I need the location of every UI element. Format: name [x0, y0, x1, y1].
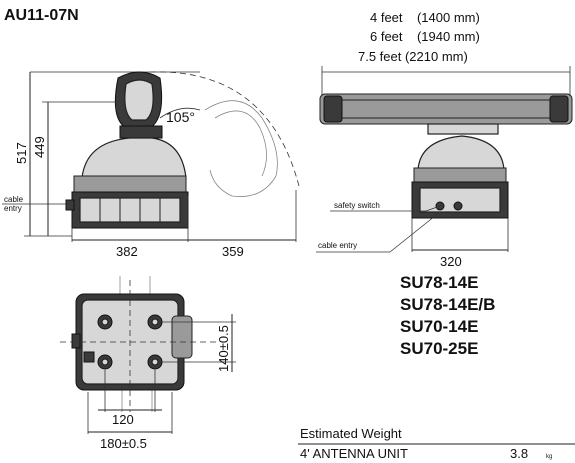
depth-front-label: 382: [116, 244, 138, 259]
width-front-label: 320: [440, 254, 462, 269]
cable-entry-right-label: cable entry: [318, 241, 357, 250]
weight-row-item: 4' ANTENNA UNIT: [300, 446, 408, 461]
base-depth-label: 140±0.5: [216, 325, 231, 372]
model-3: SU70-14E: [400, 317, 478, 336]
height-body-label: 449: [32, 136, 47, 158]
model-4: SU70-25E: [400, 339, 478, 358]
model-code: AU11-07N: [4, 7, 79, 24]
model-1: SU78-14E: [400, 273, 478, 292]
front-view: [316, 66, 573, 253]
weight-heading: Estimated Weight: [300, 426, 402, 441]
safety-switch-label: safety switch: [334, 201, 380, 210]
height-total-label: 517: [14, 142, 29, 164]
angle-label: 105°: [166, 109, 195, 125]
antenna-size-1: 4 feet (1400 mm): [370, 10, 480, 25]
model-2: SU78-14E/B: [400, 295, 495, 314]
weight-row-value: 3.8: [510, 446, 528, 461]
base-width-label: 180±0.5: [100, 436, 147, 451]
weight-row-unit: kg: [546, 454, 552, 460]
antenna-size-3: 7.5 feet (2210 mm): [358, 49, 468, 64]
side-view: [24, 71, 301, 242]
hole-pitch-label: 120: [112, 412, 134, 427]
antenna-size-2: 6 feet (1940 mm): [370, 29, 480, 44]
top-view: [60, 276, 236, 434]
depth-swing-label: 359: [222, 244, 244, 259]
